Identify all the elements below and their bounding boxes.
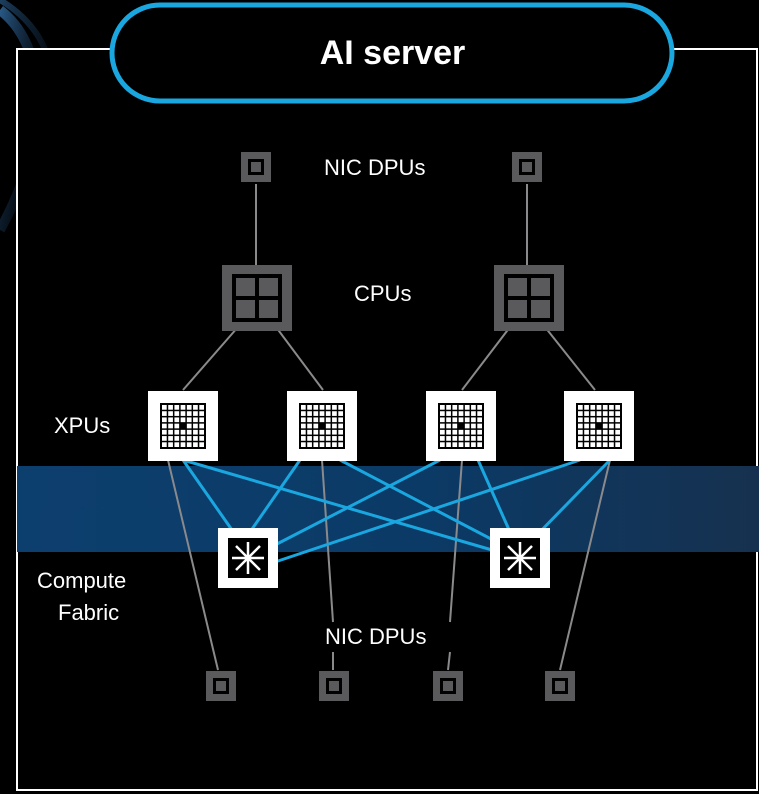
cpu-1 [222, 265, 292, 331]
nic-dpu-bottom-1 [206, 671, 236, 701]
nic-dpu-bottom-4 [545, 671, 575, 701]
xpu-3 [426, 391, 496, 461]
fabric-switch-1 [218, 528, 278, 588]
cpu-2 [494, 265, 564, 331]
nic-dpus-top-label: NIC DPUs [324, 155, 426, 180]
nic-dpu-top-1 [241, 152, 271, 182]
fabric-links [181, 458, 612, 564]
nic-dpus-bottom-label: NIC DPUs [325, 624, 427, 649]
xpu-2 [287, 391, 357, 461]
nic-dpu-bottom-2 [319, 671, 349, 701]
fabric-switch-2 [490, 528, 550, 588]
xpu-1 [148, 391, 218, 461]
xpu-4 [564, 391, 634, 461]
compute-fabric-label-line1: Compute [37, 568, 127, 593]
cpus-label: CPUs [354, 281, 412, 306]
xpu-group [148, 391, 634, 461]
xpus-label: XPUs [54, 413, 111, 438]
nic-dpu-top-2 [512, 152, 542, 182]
nic-dpu-bottom-3 [433, 671, 463, 701]
compute-fabric-band [17, 466, 759, 552]
title-pill [109, 2, 675, 104]
diagram-title: AI server [319, 34, 466, 72]
compute-fabric-label-line2: Fabric [58, 600, 120, 625]
gray-links [167, 184, 611, 671]
